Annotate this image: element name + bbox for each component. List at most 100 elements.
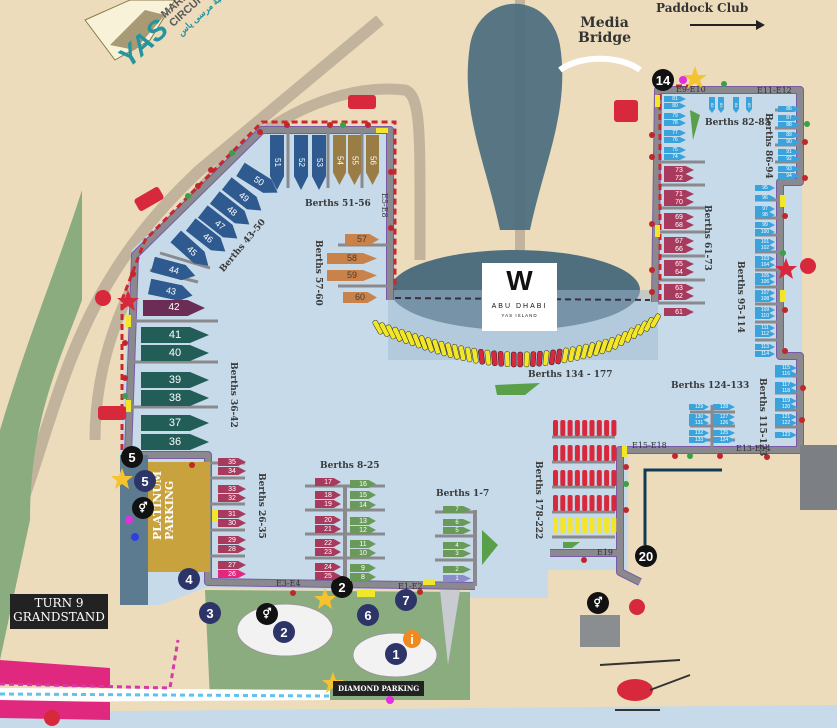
- berth-boat[interactable]: [574, 445, 580, 461]
- berth-boat[interactable]: [504, 351, 511, 367]
- berth-111[interactable]: 111: [755, 325, 775, 331]
- berth-boat[interactable]: [560, 495, 566, 511]
- berth-36[interactable]: 36: [141, 434, 209, 450]
- berth-boat[interactable]: [553, 517, 558, 533]
- berth-77[interactable]: 77: [664, 130, 686, 136]
- berth-34[interactable]: 34: [218, 467, 246, 475]
- berth-128[interactable]: 128: [713, 404, 735, 410]
- berth-20[interactable]: 20: [315, 516, 341, 524]
- berth-boat[interactable]: [649, 313, 662, 329]
- berth-96[interactable]: 96: [755, 195, 775, 201]
- berth-boat[interactable]: [438, 340, 448, 357]
- berth-37[interactable]: 37: [141, 415, 209, 431]
- berth-boat[interactable]: [596, 470, 602, 486]
- berth-boat[interactable]: [611, 445, 617, 461]
- berth-80[interactable]: 80: [664, 103, 686, 109]
- berth-87[interactable]: 87: [778, 115, 800, 121]
- berth-124[interactable]: 124: [713, 437, 735, 443]
- berth-1[interactable]: 1: [443, 575, 471, 582]
- berth-106[interactable]: 106: [755, 279, 775, 285]
- berth-119[interactable]: 119: [775, 398, 797, 404]
- berth-93[interactable]: 93: [778, 166, 800, 172]
- berth-62[interactable]: 62: [664, 292, 694, 300]
- berth-72[interactable]: 72: [664, 174, 694, 182]
- berth-boat[interactable]: [589, 517, 595, 533]
- berth-boat[interactable]: [553, 420, 558, 436]
- berth-boat[interactable]: [491, 350, 498, 367]
- berth-65[interactable]: 65: [664, 260, 694, 268]
- location-marker-1[interactable]: 1: [385, 643, 407, 665]
- berth-boat[interactable]: [611, 420, 617, 436]
- berth-129[interactable]: 129: [689, 404, 709, 410]
- berth-boat[interactable]: [567, 420, 573, 436]
- berth-89[interactable]: 89: [778, 132, 800, 138]
- berth-boat[interactable]: [567, 470, 573, 486]
- berth-70[interactable]: 70: [664, 198, 694, 206]
- berth-boat[interactable]: [574, 495, 580, 511]
- berth-boat[interactable]: [586, 342, 596, 358]
- berth-26[interactable]: 26: [218, 570, 246, 578]
- berth-boat[interactable]: [425, 337, 435, 353]
- berth-91[interactable]: 91: [778, 149, 800, 155]
- berth-30[interactable]: 30: [218, 519, 246, 527]
- berth-boat[interactable]: [604, 470, 610, 486]
- berth-boat[interactable]: [611, 495, 617, 511]
- berth-39[interactable]: 39: [141, 372, 209, 388]
- berth-boat[interactable]: [560, 517, 566, 533]
- berth-boat[interactable]: [451, 344, 460, 360]
- berth-51[interactable]: 51: [270, 135, 284, 190]
- berth-4[interactable]: 4: [443, 542, 471, 549]
- berth-boat[interactable]: [553, 495, 558, 511]
- berth-131[interactable]: 131: [689, 420, 709, 426]
- berth-7[interactable]: 7: [443, 506, 471, 513]
- berth-94[interactable]: 94: [778, 173, 800, 179]
- berth-31[interactable]: 31: [218, 510, 246, 518]
- berth-boat[interactable]: [604, 517, 610, 533]
- berth-90[interactable]: 90: [778, 139, 800, 145]
- berth-115[interactable]: 115: [775, 365, 797, 371]
- berth-116[interactable]: 116: [775, 371, 797, 377]
- berth-108[interactable]: 108: [755, 296, 775, 302]
- berth-boat[interactable]: [596, 495, 602, 511]
- berth-boat[interactable]: [604, 445, 610, 461]
- location-marker-5[interactable]: 5: [134, 470, 156, 492]
- berth-boat[interactable]: [567, 517, 573, 533]
- berth-boat[interactable]: [458, 345, 467, 361]
- berth-28[interactable]: 28: [218, 545, 246, 553]
- berth-57[interactable]: 57: [345, 234, 379, 245]
- berth-99[interactable]: 99: [755, 222, 775, 228]
- berth-14[interactable]: 14: [350, 501, 376, 509]
- berth-10[interactable]: 10: [350, 549, 376, 557]
- berth-103[interactable]: 103: [755, 256, 775, 262]
- berth-68[interactable]: 68: [664, 221, 694, 229]
- location-marker-4[interactable]: 4: [178, 568, 200, 590]
- berth-54[interactable]: 54: [333, 135, 346, 185]
- berth-boat[interactable]: [567, 346, 576, 362]
- berth-61[interactable]: 61: [664, 308, 694, 316]
- berth-boat[interactable]: [484, 349, 492, 366]
- berth-boat[interactable]: [536, 350, 543, 367]
- berth-9[interactable]: 9: [350, 564, 376, 572]
- berth-16[interactable]: 16: [350, 480, 376, 488]
- berth-boat[interactable]: [517, 351, 524, 368]
- berth-boat[interactable]: [589, 420, 595, 436]
- berth-12[interactable]: 12: [350, 526, 376, 534]
- berth-104[interactable]: 104: [755, 262, 775, 268]
- location-marker-7[interactable]: 7: [395, 589, 417, 611]
- berth-boat[interactable]: [553, 445, 558, 461]
- berth-86[interactable]: 86: [778, 106, 800, 112]
- berth-81[interactable]: 81: [664, 96, 686, 102]
- berth-24[interactable]: 24: [315, 563, 341, 571]
- berth-boat[interactable]: [553, 470, 558, 486]
- berth-21[interactable]: 21: [315, 525, 341, 533]
- berth-66[interactable]: 66: [664, 245, 694, 253]
- berth-boat[interactable]: [574, 420, 580, 436]
- berth-42[interactable]: 42: [143, 300, 205, 316]
- berth-85[interactable]: 85: [746, 97, 752, 113]
- berth-29[interactable]: 29: [218, 536, 246, 544]
- berth-boat[interactable]: [560, 420, 566, 436]
- berth-109[interactable]: 109: [755, 307, 775, 313]
- berth-58[interactable]: 58: [327, 253, 377, 264]
- gate-marker-14[interactable]: 14: [652, 69, 674, 91]
- berth-boat[interactable]: [574, 517, 580, 533]
